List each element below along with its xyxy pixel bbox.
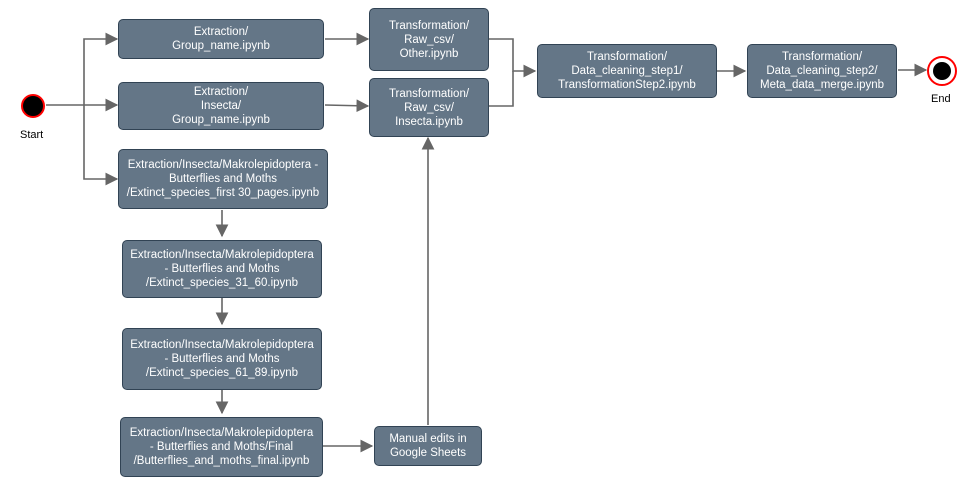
end-node-inner [933, 62, 951, 80]
node-transform-step1: Transformation/ Data_cleaning_step1/ Tra… [537, 44, 717, 98]
node-transform-other: Transformation/ Raw_csv/ Other.ipynb [369, 8, 489, 71]
node-transform-step2: Transformation/ Data_cleaning_step2/ Met… [747, 44, 897, 98]
end-label: End [931, 93, 951, 105]
node-manual-edits: Manual edits in Google Sheets [374, 426, 482, 466]
edge-transform-other-to-step1 [489, 38, 537, 78]
edge-transform-insecta-to-step1 [489, 71, 514, 107]
node-extract-final: Extraction/Insecta/Makrolepidoptera - Bu… [120, 417, 323, 477]
node-extract-insecta-group: Extraction/ Insecta/ Group_name.ipynb [118, 82, 324, 130]
node-transform-insecta: Transformation/ Raw_csv/ Insecta.ipynb [369, 78, 489, 137]
start-node [21, 94, 45, 118]
edge-start-to-extract-group [83, 32, 119, 105]
edge-start-to-extract-first30 [83, 105, 119, 186]
edge-extract-insecta-group-to-transform-insecta [324, 99, 370, 113]
node-extract-first30: Extraction/Insecta/Makrolepidoptera - Bu… [118, 149, 328, 209]
node-extract-61-89: Extraction/Insecta/Makrolepidoptera - Bu… [122, 328, 322, 390]
start-label: Start [20, 129, 44, 141]
node-extract-31-60: Extraction/Insecta/Makrolepidoptera - Bu… [122, 240, 322, 298]
node-extract-group: Extraction/ Group_name.ipynb [118, 19, 324, 59]
